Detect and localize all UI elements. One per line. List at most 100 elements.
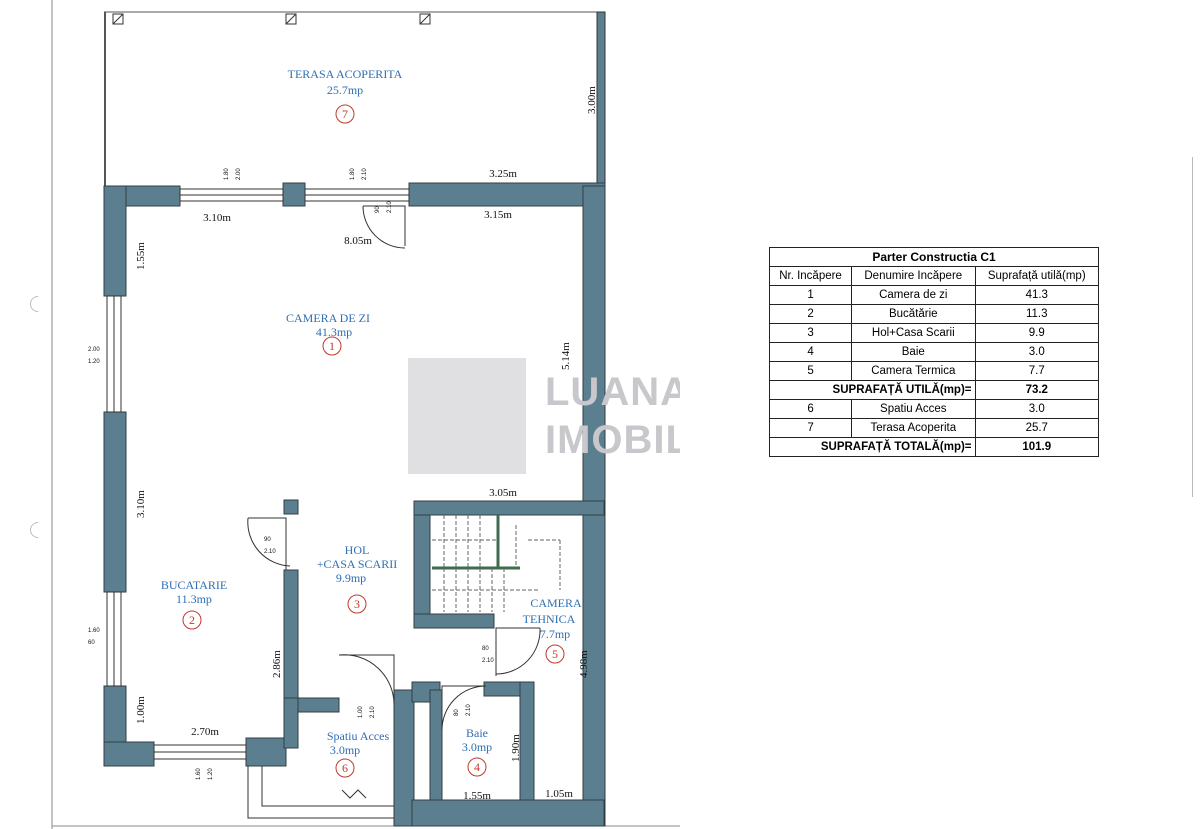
door-tech-swing [495,627,541,675]
room-number-circle [335,758,355,778]
dim-living-right-top: 3.15m [484,209,512,221]
room-area: 25.7mp [327,83,363,97]
watermark-logo [408,358,526,474]
room-number: 6 [342,761,348,775]
cell-nr: 4 [768,342,853,362]
opening-size: 2.10 [466,704,472,716]
room-name: TERASA ACOPERITA [288,67,403,81]
cell-area: 3.0 [974,342,1100,362]
opening-size: 2.10 [264,549,276,555]
room-number-circle [322,336,342,356]
dim-living-right-height: 5.14m [560,342,572,370]
dimensions: 3.00m 3.25m 3.10m 3.15m 8.05m 1.55m 5.14… [135,86,598,802]
dim-right-lower: 4.98m [578,650,590,678]
wall-hall-stub [283,499,299,515]
floor-plan: LUANA IMOBILIARE TERASA ACOPERITA 25.7mp… [51,0,680,829]
room-spatiu-acces: Spatiu Acces 3.0mp 6 [327,729,389,778]
table-row: 7 Terasa Acoperita 25.7 [768,418,1100,438]
total-label: SUPRAFAȚĂ TOTALĂ(mp)= [769,437,976,457]
wall-hall-left [283,569,299,701]
room-terasa: TERASA ACOPERITA 25.7mp 7 [288,67,403,124]
opening-size: 2.10 [482,658,494,664]
table-row: 6 Spatiu Acces 3.0 [768,399,1100,419]
opening-size: 80 [454,709,460,716]
watermark-line2: IMOBILIARE [545,418,680,462]
room-hol: HOL +CASA SCARII 9.9mp 3 [317,543,397,614]
table-row: 5 Camera Termica 7.7 [768,361,1100,381]
opening-size: 1.20 [208,768,214,780]
dim-bath-right: 1.90m [510,734,522,762]
cell-nr: 5 [768,361,853,381]
opening-size: 90 [375,206,381,213]
cell-area: 11.3 [974,304,1100,324]
opening-size: 80 [482,646,489,652]
subtotal-value: 73.2 [974,380,1100,400]
opening-size: 60 [88,640,95,646]
wall-bath-left [429,689,443,801]
room-name: CAMERA DE ZI [286,311,370,325]
room-number-circle [182,610,202,630]
room-camera-de-zi: CAMERA DE ZI 41.3mp 1 [286,311,370,356]
opening-size: 1.80 [350,168,356,180]
stair-treads [432,515,561,612]
entrance-steps-inner [261,766,394,807]
opening-size: 1.60 [88,628,100,634]
door-bath-swing [441,685,487,731]
wall-access-right [393,689,415,827]
opening-size: 2.00 [88,347,100,353]
dim-hall-left: 2.86m [271,650,283,678]
staircase [432,515,520,570]
room-name: Baie [466,726,488,740]
room-name: HOL [345,543,370,557]
dim-bath-bottom: 1.55m [463,790,491,802]
entrance-steps [247,766,394,819]
column-marker-hatch [285,13,297,25]
summary-table: Parter Constructia C1 Nr. Incăpere Denum… [768,247,1100,457]
room-name: CAMERA [530,596,582,610]
dim-stair-top: 3.05m [489,487,517,499]
col-header: Nr. Incăpere [768,266,853,286]
cell-area: 25.7 [974,418,1100,438]
room-baie: Baie 3.0mp 4 [462,726,492,777]
dim-top-right: 3.25m [489,168,517,180]
cell-area: 7.7 [974,361,1100,381]
opening-size: 90 [264,537,271,543]
door-terrace-swing [362,205,406,249]
dim-kitchen-bottom-left: 1.00m [135,696,147,724]
wall-left-upper [103,185,127,297]
subtotal-row: SUPRAFAȚĂ UTILĂ(mp)= 73.2 [769,380,1100,400]
room-area: 3.0mp [462,740,492,754]
table-row: 4 Baie 3.0 [768,342,1100,362]
room-number: 1 [329,339,335,353]
door-tech-leaf [495,627,540,676]
wall-stair-top [413,500,605,516]
door-hall-swing [247,517,291,567]
door-access-leaf [339,654,395,700]
table-row: 1 Camera de zi 41.3 [768,285,1100,305]
dim-living-left-top: 3.10m [203,212,231,224]
subtotal-label: SUPRAFAȚĂ UTILĂ(mp)= [769,380,976,400]
room-number-circle [335,104,355,124]
wall-bottom-right [411,799,605,827]
opening-size: 1.60 [196,768,202,780]
wall-top-right [408,182,606,207]
room-area: 41.3mp [316,325,352,339]
room-camera-tehnica: CAMERA TEHNICA 7.7mp 5 [523,596,582,664]
total-row: SUPRAFAȚĂ TOTALĂ(mp)= 101.9 [769,437,1100,457]
cell-room: Camera de zi [851,285,976,305]
area-summary-table: Parter Constructia C1 Nr. Incăpere Denum… [768,247,1100,457]
opening-size: 1.20 [88,359,100,365]
wall-bottom-mid [245,737,287,767]
dim-kitchen-left: 3.10m [135,490,147,518]
cell-room: Spatiu Acces [851,399,976,419]
opening-sizes: 1.80 2.00 1.80 2.10 90 2.10 2.00 1.20 90… [88,168,494,780]
wall-stair-left [413,514,431,628]
page-edge-line [1192,157,1193,497]
room-name-2: TEHNICA [523,612,576,626]
cell-nr: 6 [768,399,853,419]
cell-nr: 1 [768,285,853,305]
room-area: 11.3mp [176,592,212,606]
cell-room: Hol+Casa Scarii [851,323,976,343]
wall-access-left [283,697,299,749]
total-value: 101.9 [974,437,1100,457]
